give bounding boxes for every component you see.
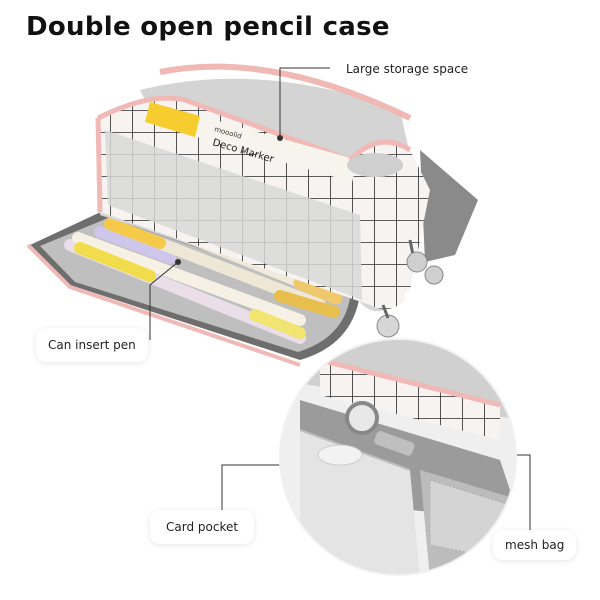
zipper-pull-icon (376, 239, 444, 338)
card-pocket-label: Card pocket (150, 510, 255, 544)
insert-pen-label: Can insert pen (36, 328, 148, 362)
detail-circle (280, 339, 516, 575)
callout-dot (277, 135, 283, 141)
page-title: Double open pencil case (26, 12, 390, 42)
callout-dot (175, 259, 181, 265)
bottom-pens (64, 218, 340, 344)
detail-circle-border (279, 338, 517, 576)
mesh-bag-label: mesh bag (493, 530, 577, 560)
large-storage-label: Large storage space (336, 56, 479, 82)
front-grid-panel (95, 95, 405, 309)
